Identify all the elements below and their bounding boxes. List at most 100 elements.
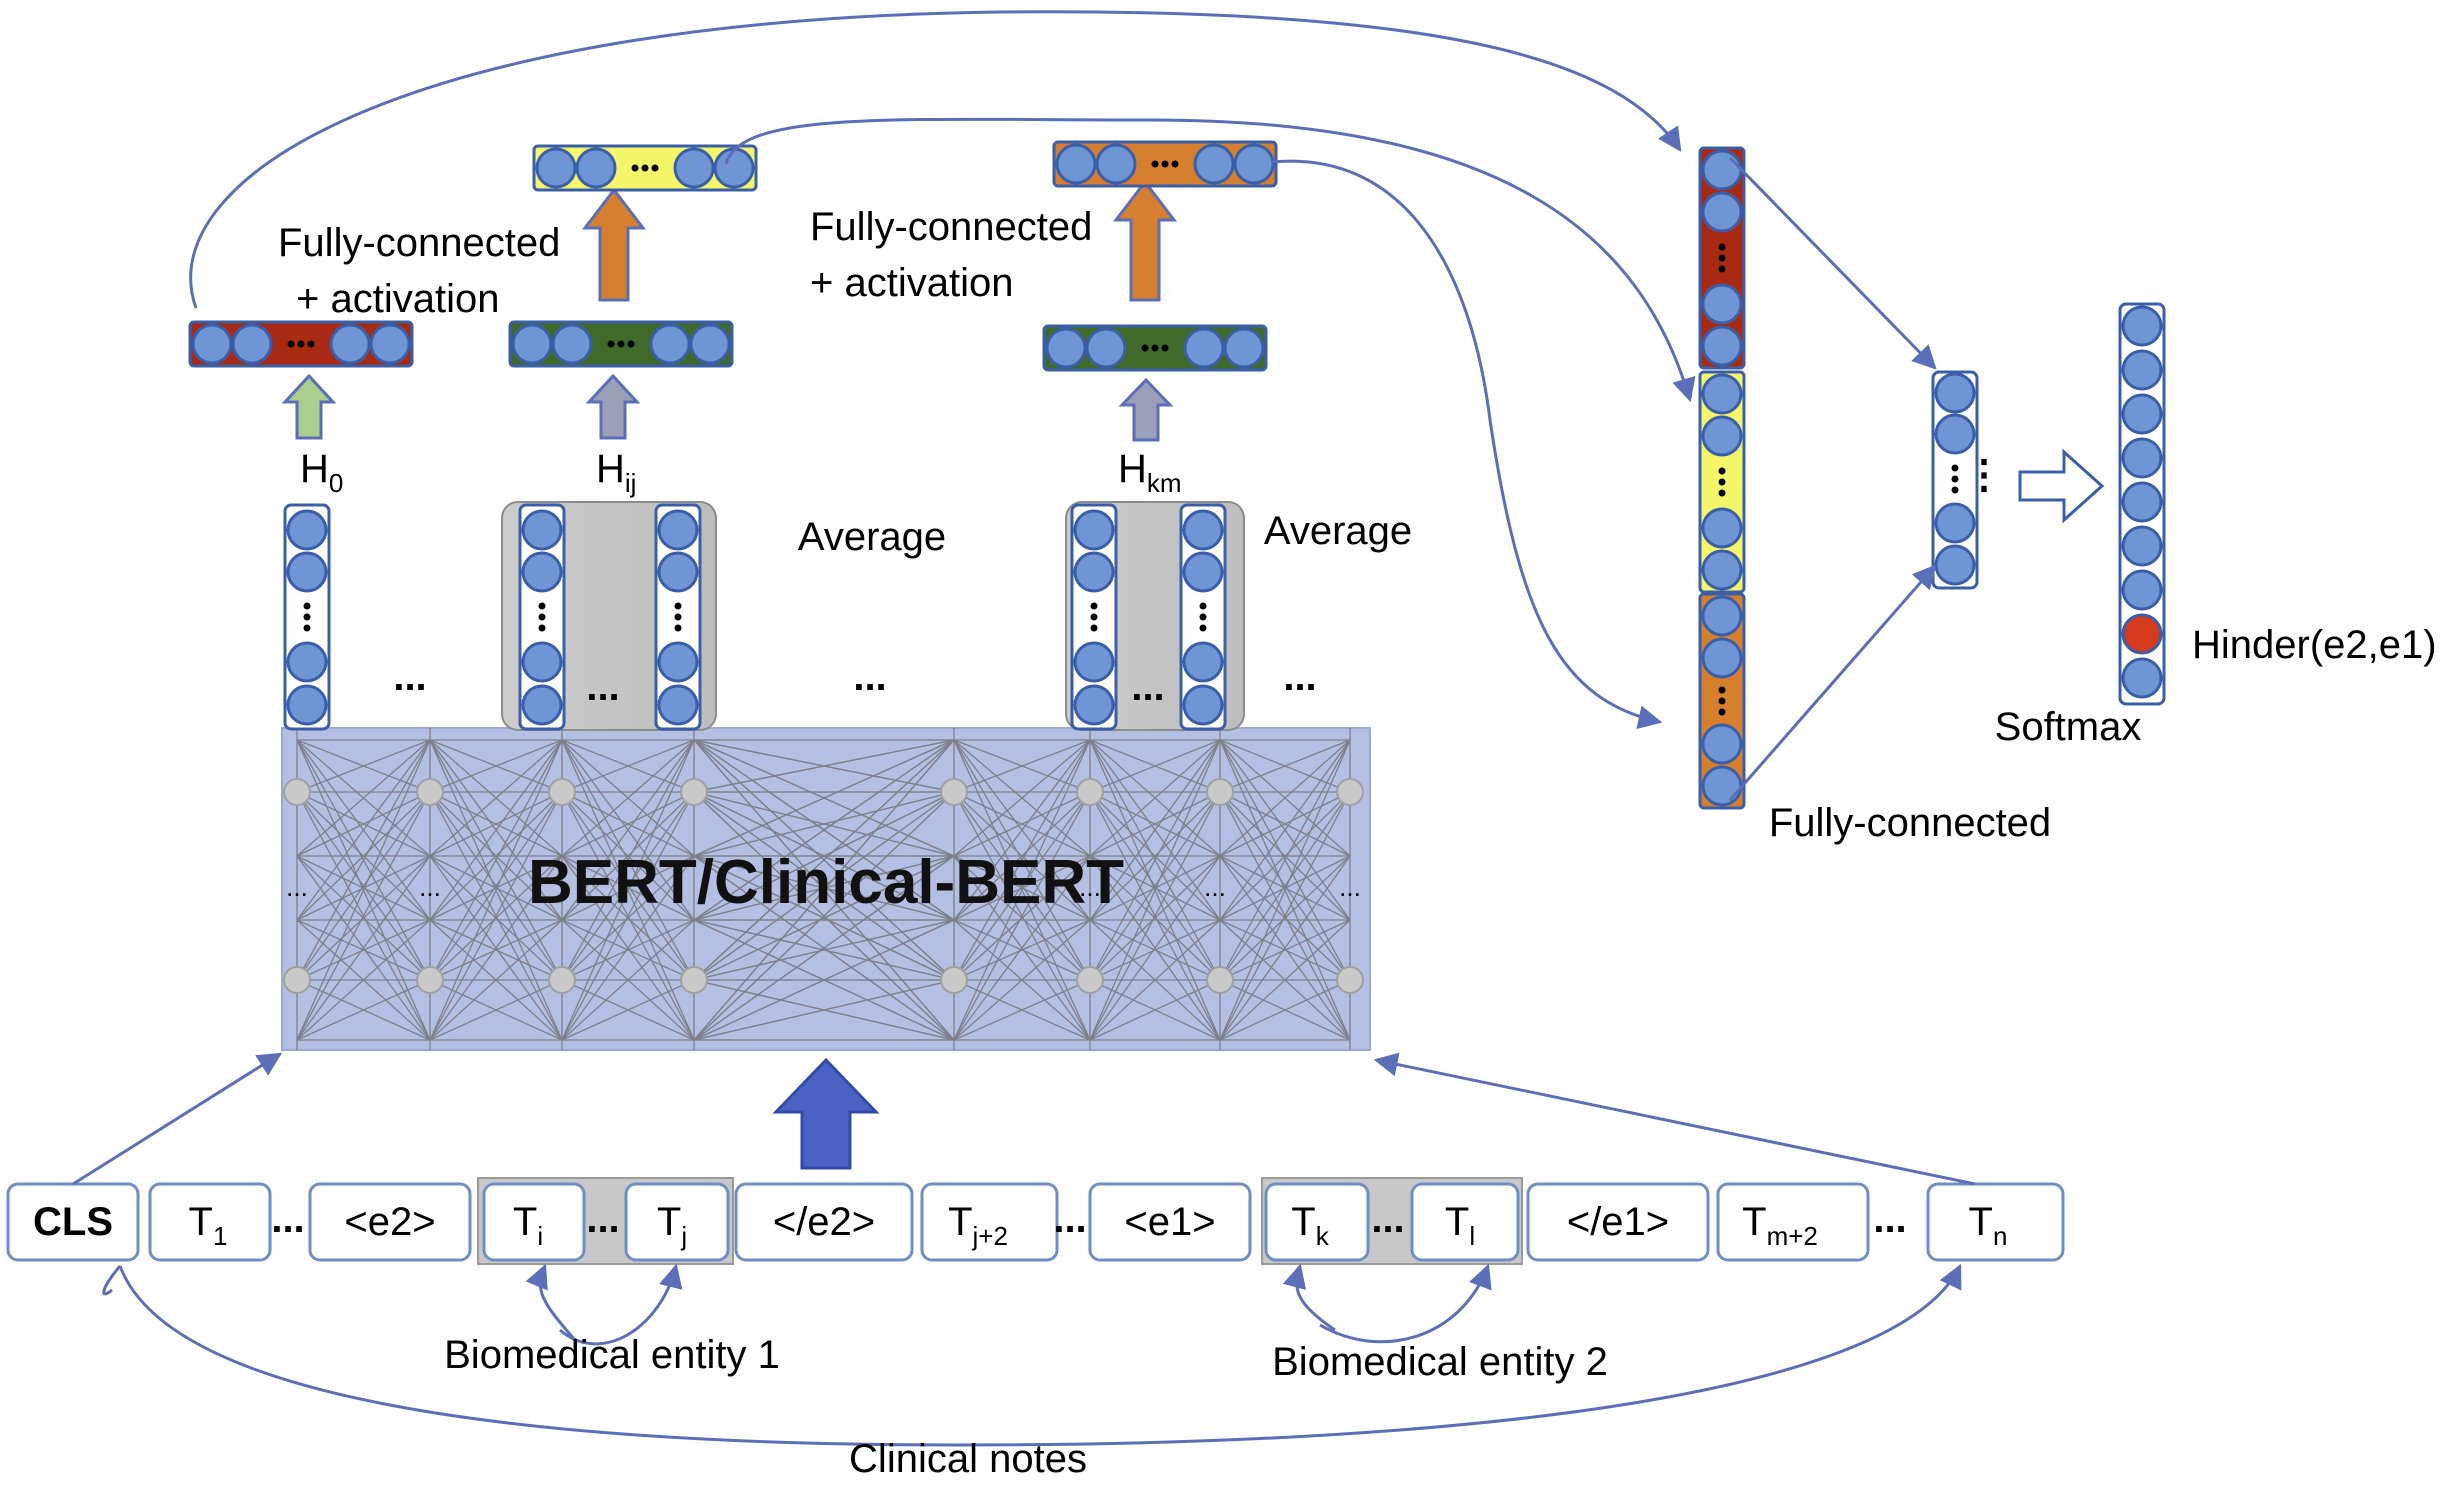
- bert-node: [548, 778, 576, 806]
- column-node: [1073, 641, 1115, 683]
- token-tm2: Tm+2: [1716, 1182, 1870, 1262]
- svg-text:Ti: Ti: [513, 1200, 543, 1251]
- concat-node: [1701, 765, 1743, 807]
- bert-node: [940, 778, 968, 806]
- column-node: [1073, 551, 1115, 593]
- vector-node: [1183, 327, 1225, 369]
- vector-node: [1095, 143, 1137, 185]
- concat-node: [1701, 191, 1743, 233]
- column-node: [1182, 509, 1224, 551]
- column-node: [657, 641, 699, 683]
- concat-node: [1701, 415, 1743, 457]
- vector-node: [689, 323, 731, 365]
- token-tj2: Tj+2: [920, 1182, 1059, 1262]
- softmax-vector: [2118, 302, 2166, 706]
- hidden-vectors: [188, 140, 1278, 372]
- svg-text:T1: T1: [189, 1200, 228, 1251]
- column-node: [1073, 684, 1115, 726]
- vector-node: [673, 147, 715, 189]
- token-t1: T1: [148, 1182, 272, 1262]
- vector-node: [369, 323, 411, 365]
- vector-node: [1193, 143, 1235, 185]
- token-tj: Tj: [624, 1182, 730, 1262]
- entity1-arc: [525, 1263, 577, 1341]
- softmax-node: [2121, 525, 2163, 567]
- token-tk: Tk: [1264, 1182, 1370, 1262]
- average-label-1: Average: [798, 515, 946, 559]
- column-node: [1182, 551, 1224, 593]
- vector-node: [329, 323, 371, 365]
- svg-text:...: ...: [586, 1197, 619, 1241]
- vector-node: [551, 323, 593, 365]
- column-node: [1182, 684, 1224, 726]
- h0-label: H0: [300, 447, 343, 498]
- token-tl: Tl: [1410, 1182, 1520, 1262]
- vector-node: [649, 323, 691, 365]
- column-node: [1182, 641, 1224, 683]
- input-arrow: [772, 1057, 880, 1170]
- vector-node: [535, 147, 577, 189]
- ellipsis: ...: [271, 1197, 304, 1241]
- svg-text:⋮: ⋮: [1964, 453, 2004, 497]
- vector-node: [575, 147, 617, 189]
- fc-activation-2-line2: + activation: [810, 261, 1013, 305]
- svg-text:...: ...: [1079, 872, 1101, 902]
- bert-node: [548, 966, 576, 994]
- hkm-label: Hkm: [1118, 447, 1182, 498]
- entity1-label: Biomedical entity 1: [444, 1333, 780, 1377]
- column-node: [286, 641, 328, 683]
- output-label: Hinder(e2,e1): [2192, 623, 2437, 667]
- vector-node: [191, 323, 233, 365]
- concat-node: [1701, 149, 1743, 191]
- token-tn: Tn: [1926, 1182, 2065, 1262]
- softmax-node: [2121, 481, 2163, 523]
- softmax-arrow: [2018, 448, 2105, 524]
- svg-text:Tj+2: Tj+2: [948, 1200, 1008, 1251]
- svg-text:...: ...: [1339, 872, 1361, 902]
- svg-text:...: ...: [1283, 655, 1316, 699]
- concat-node: [1701, 507, 1743, 549]
- svg-text:...: ...: [853, 655, 886, 699]
- fc-activation-1-line1: Fully-connected: [278, 221, 560, 265]
- concat-node: [1701, 373, 1743, 415]
- column-node: [521, 551, 563, 593]
- softmax-node: [2121, 437, 2163, 479]
- fc-node: [1934, 413, 1976, 455]
- svg-text:Tk: Tk: [1291, 1200, 1329, 1251]
- output-node: [2121, 613, 2163, 655]
- svg-text:Tm+2: Tm+2: [1742, 1200, 1818, 1251]
- bert-output-columns: [283, 503, 1227, 731]
- softmax-node: [2121, 657, 2163, 699]
- clinical-notes-label: Clinical notes: [849, 1437, 1087, 1481]
- svg-text:Tj: Tj: [657, 1200, 687, 1251]
- token-e2-close: </e2>: [734, 1182, 914, 1262]
- column-node: [521, 641, 563, 683]
- concat-node: [1701, 595, 1743, 637]
- softmax-node: [2121, 349, 2163, 391]
- token-e1-close: </e1>: [1526, 1182, 1710, 1262]
- column-node: [286, 509, 328, 551]
- concat-node: [1701, 637, 1743, 679]
- svg-text:</e1>: </e1>: [1567, 1200, 1669, 1244]
- svg-text:...: ...: [419, 872, 441, 902]
- svg-text:Tl: Tl: [1445, 1200, 1475, 1251]
- svg-text:<e2>: <e2>: [344, 1200, 435, 1244]
- clinical-notes-arc: [118, 1263, 1962, 1447]
- column-node: [657, 684, 699, 726]
- column-node: [657, 509, 699, 551]
- bert-node: [1336, 778, 1364, 806]
- vector-node: [1223, 327, 1265, 369]
- bert-node: [1076, 778, 1104, 806]
- concat-node: [1701, 283, 1743, 325]
- svg-text:...: ...: [1131, 665, 1164, 709]
- token-e2-open: <e2>: [308, 1182, 472, 1262]
- svg-text:...: ...: [393, 655, 426, 699]
- bert-label: BERT/Clinical-BERT: [528, 848, 1124, 917]
- average-label-2: Average: [1264, 509, 1412, 553]
- column-node: [521, 684, 563, 726]
- softmax-label: Softmax: [1995, 705, 2142, 749]
- svg-text:<e1>: <e1>: [1124, 1200, 1215, 1244]
- bert-block: BERT/Clinical-BERT ... ... ... ... ...: [281, 727, 1371, 1051]
- fc-node: [1934, 502, 1976, 544]
- fc-activation-1-line2: + activation: [296, 277, 499, 321]
